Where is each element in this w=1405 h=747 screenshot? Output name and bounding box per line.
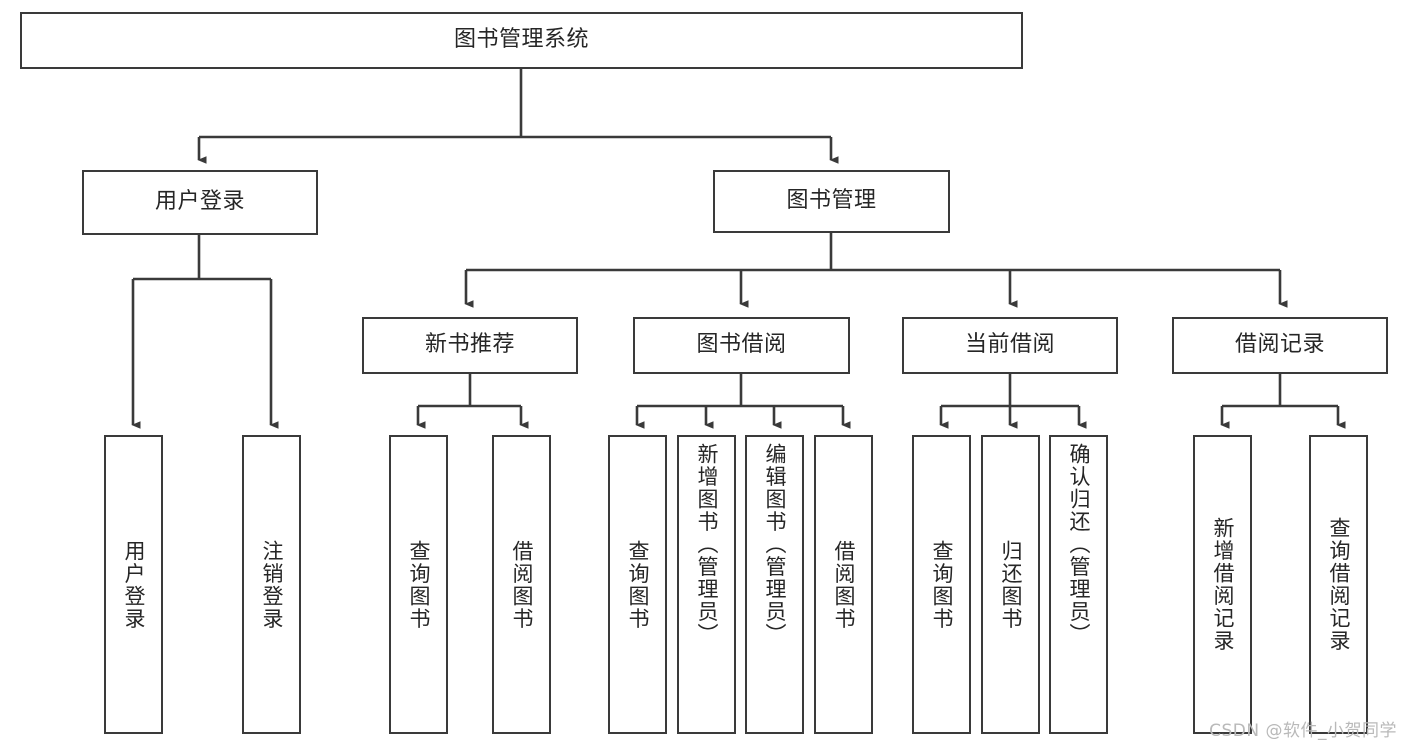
node-current-borrow[interactable]: 当前借阅 bbox=[902, 317, 1118, 374]
node-leaf-borrow-book-2-label: 借阅图书 bbox=[831, 539, 856, 630]
node-leaf-return-book[interactable]: 归还图书 bbox=[981, 435, 1040, 734]
node-book-borrow-label: 图书借阅 bbox=[696, 332, 787, 358]
node-book-borrow[interactable]: 图书借阅 bbox=[633, 317, 850, 374]
node-book-manage[interactable]: 图书管理 bbox=[713, 170, 950, 233]
node-leaf-user-login[interactable]: 用户登录 bbox=[104, 435, 163, 734]
node-leaf-query-book-3-label: 查询图书 bbox=[929, 539, 954, 630]
node-leaf-add-book[interactable]: 新增图书（管理员） bbox=[677, 435, 736, 734]
node-leaf-confirm-return[interactable]: 确认归还（管理员） bbox=[1049, 435, 1108, 734]
node-book-manage-label: 图书管理 bbox=[786, 188, 877, 214]
node-leaf-edit-book[interactable]: 编辑图书（管理员） bbox=[745, 435, 804, 734]
node-leaf-query-book-1[interactable]: 查询图书 bbox=[389, 435, 448, 734]
node-leaf-confirm-return-label: 确认归还（管理员） bbox=[1066, 443, 1091, 646]
node-root[interactable]: 图书管理系统 bbox=[20, 12, 1023, 69]
node-new-book-recommend-label: 新书推荐 bbox=[424, 332, 515, 358]
node-user-login-label: 用户登录 bbox=[154, 189, 245, 215]
node-leaf-query-book-1-label: 查询图书 bbox=[406, 539, 431, 630]
node-leaf-add-book-label: 新增图书（管理员） bbox=[694, 443, 719, 646]
node-leaf-user-login-label: 用户登录 bbox=[121, 539, 146, 630]
node-leaf-query-record-label: 查询借阅记录 bbox=[1326, 517, 1351, 652]
node-new-book-recommend[interactable]: 新书推荐 bbox=[362, 317, 578, 374]
node-leaf-logout-label: 注销登录 bbox=[259, 539, 284, 630]
node-leaf-add-record[interactable]: 新增借阅记录 bbox=[1193, 435, 1252, 734]
node-leaf-return-book-label: 归还图书 bbox=[998, 539, 1023, 630]
node-leaf-borrow-book-1-label: 借阅图书 bbox=[509, 539, 534, 630]
node-leaf-query-book-2-label: 查询图书 bbox=[625, 539, 650, 630]
node-leaf-query-book-2[interactable]: 查询图书 bbox=[608, 435, 667, 734]
node-user-login[interactable]: 用户登录 bbox=[82, 170, 318, 235]
node-borrow-record[interactable]: 借阅记录 bbox=[1172, 317, 1388, 374]
node-leaf-edit-book-label: 编辑图书（管理员） bbox=[762, 443, 787, 646]
node-leaf-query-book-3[interactable]: 查询图书 bbox=[912, 435, 971, 734]
node-leaf-query-record[interactable]: 查询借阅记录 bbox=[1309, 435, 1368, 734]
node-borrow-record-label: 借阅记录 bbox=[1234, 332, 1325, 358]
node-leaf-borrow-book-1[interactable]: 借阅图书 bbox=[492, 435, 551, 734]
node-leaf-borrow-book-2[interactable]: 借阅图书 bbox=[814, 435, 873, 734]
node-leaf-logout[interactable]: 注销登录 bbox=[242, 435, 301, 734]
node-root-label: 图书管理系统 bbox=[453, 27, 589, 53]
node-leaf-add-record-label: 新增借阅记录 bbox=[1210, 517, 1235, 652]
node-current-borrow-label: 当前借阅 bbox=[964, 332, 1055, 358]
